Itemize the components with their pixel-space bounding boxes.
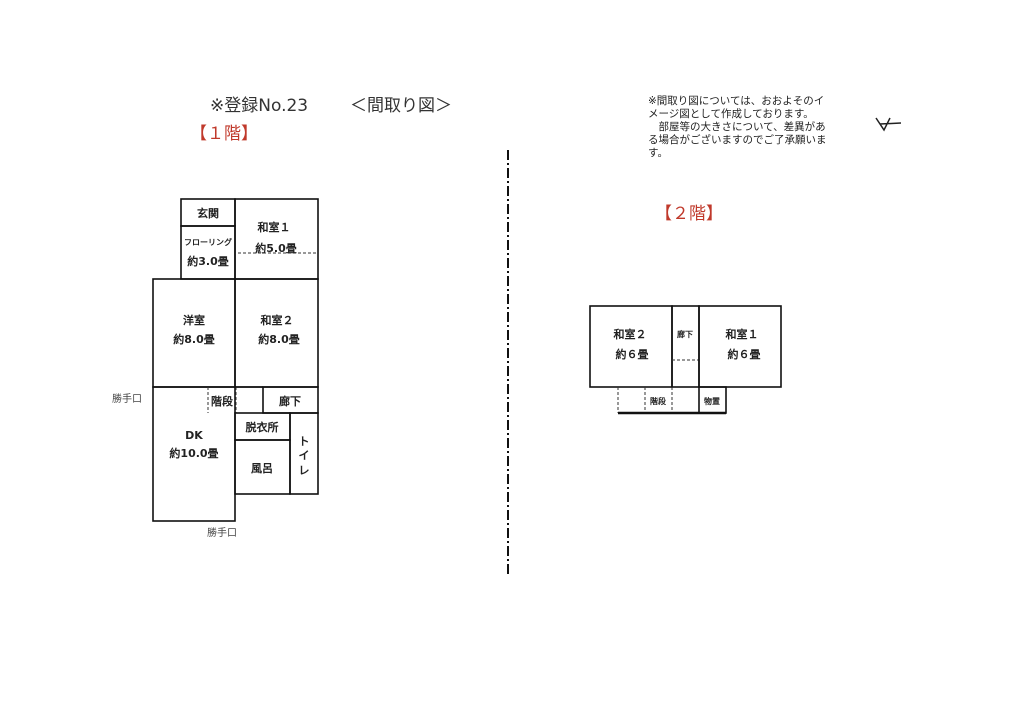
room-washitsu1 [234, 198, 319, 280]
room-toilet [289, 412, 319, 495]
room-washitsu2 [589, 305, 673, 388]
floor2-label: 【２階】 [655, 204, 723, 224]
size-washitsu2: 約６畳 [616, 347, 649, 361]
floor1-plan: 玄関 フローリング 約3.0畳 和室１ 約5.0畳 洋室 約8.0畳 和室２ 約… [112, 198, 319, 539]
page-title: ＜間取り図＞ [350, 96, 452, 116]
size-flooring: 約3.0畳 [187, 254, 229, 268]
label-washitsu1: 和室１ [258, 220, 291, 234]
size-washitsu1: 約5.0畳 [255, 241, 297, 255]
label-toilet: イ [299, 449, 310, 462]
label-washitsu2: 和室２ [614, 327, 647, 341]
label-rouka: 廊下 [677, 329, 693, 339]
label-washitsu1: 和室１ [726, 327, 759, 341]
registration-number: ※登録No.23 [210, 96, 308, 116]
room-flooring [180, 225, 236, 280]
label-toilet: ト [299, 435, 310, 448]
label-furo: 風呂 [251, 462, 273, 475]
size-washitsu2: 約8.0畳 [258, 332, 300, 346]
label-genkan: 玄関 [197, 206, 219, 220]
label-datsuijo: 脱衣所 [246, 420, 279, 434]
size-dk: 約10.0畳 [169, 446, 218, 460]
size-washitsu1: 約６畳 [728, 347, 761, 361]
disclaimer-note: ※間取り図については、おおよそのイ メージ図として作成しております。 部屋等の大… [648, 95, 827, 159]
handwritten-mark [875, 117, 902, 132]
label-kaidan: 階段 [211, 394, 233, 408]
size-youshitsu: 約8.0畳 [173, 332, 215, 346]
label-flooring: フローリング [184, 237, 232, 247]
floor2-plan: 和室２ 約６畳 廊下 和室１ 約６畳 階段 物置 [589, 305, 782, 415]
label-kaidan: 階段 [650, 396, 666, 406]
room-rouka [671, 305, 700, 388]
note-line: ※間取り図については、おおよそのイ [648, 95, 824, 107]
back-door-left: 勝手口 [112, 392, 142, 405]
note-line: メージ図として作成しております。 [648, 108, 814, 120]
label-dk: DK [185, 429, 203, 442]
floor1-label: 【１階】 [190, 124, 258, 144]
label-youshitsu: 洋室 [183, 313, 205, 327]
label-rouka: 廊下 [279, 394, 301, 408]
note-line: 部屋等の大きさについて、差異があ [648, 120, 826, 133]
note-line: す。 [648, 147, 668, 159]
label-toilet: レ [299, 464, 310, 477]
room-washitsu1 [698, 305, 782, 388]
label-washitsu2: 和室２ [261, 313, 294, 327]
note-line: る場合がございますのでご了承願いま [648, 133, 827, 146]
back-door-bottom: 勝手口 [207, 526, 237, 539]
label-monooki: 物置 [704, 396, 720, 406]
